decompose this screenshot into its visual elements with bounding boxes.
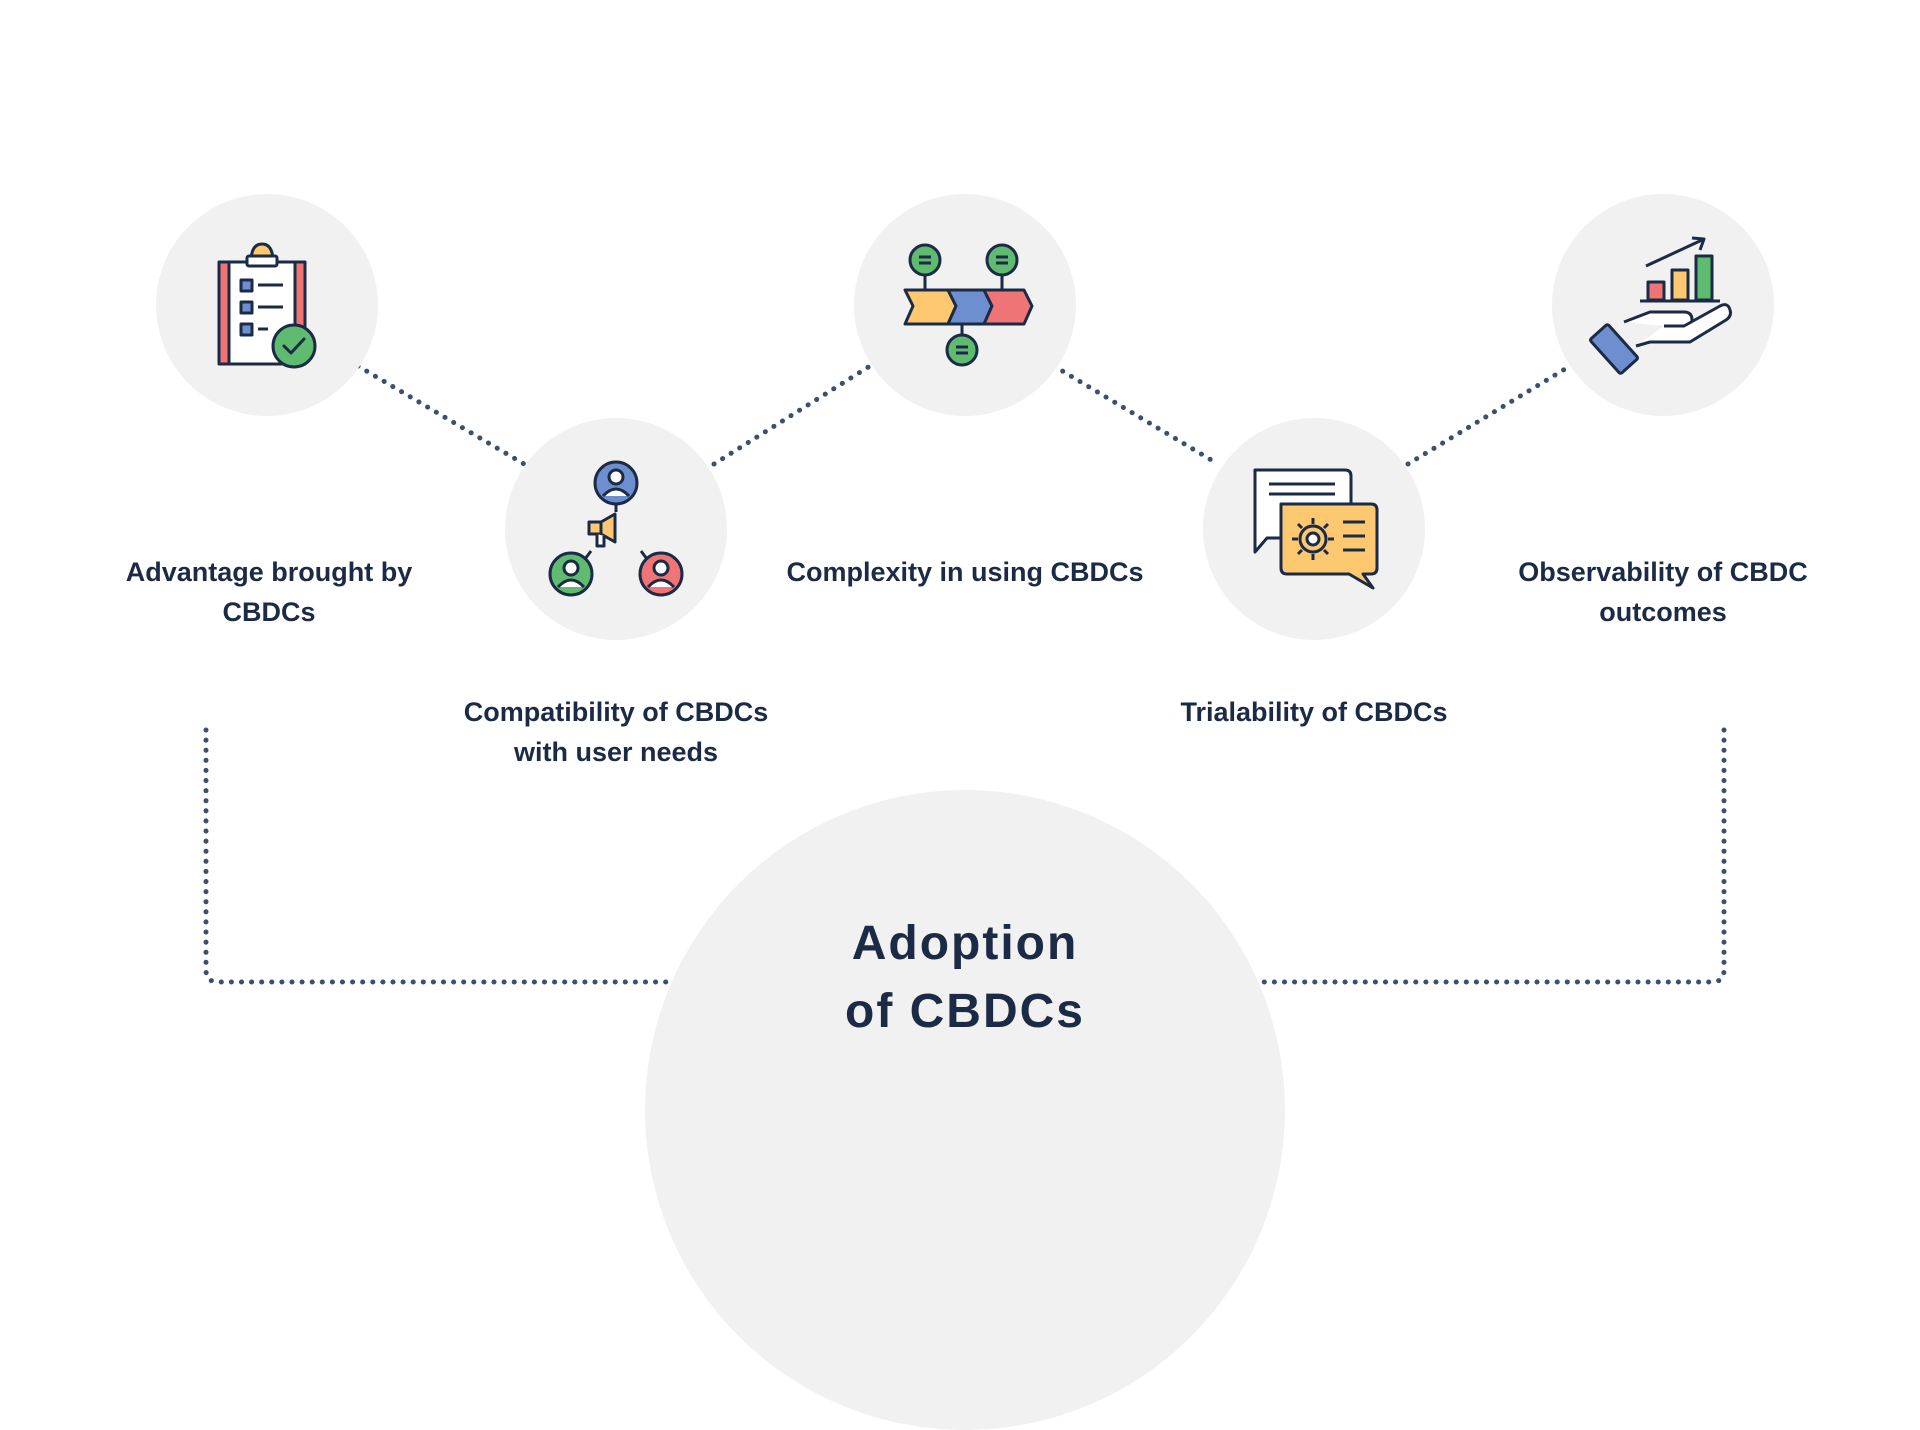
factor-observability-circle [1552, 194, 1774, 416]
adoption-title-line1: Adoption [851, 917, 1079, 970]
process-arrows-icon [903, 243, 1034, 367]
connector-1-2 [355, 363, 527, 467]
hand-growth-chart-icon [1589, 236, 1732, 375]
factor-compatibility-circle [505, 418, 727, 640]
chat-gear-icon [1253, 468, 1379, 590]
connector-3-4 [1051, 363, 1221, 467]
adoption-title: Adoption of CBDCs [745, 910, 1185, 1046]
connector-4-5 [1405, 363, 1573, 467]
factor-complexity-label: Complexity in using CBDCs [786, 557, 1144, 587]
factor-advantage-label: Advantage brought by CBDCs [125, 557, 413, 627]
adoption-semicircle [645, 790, 1285, 1430]
factor-observability-label: Observability of CBDC outcomes [1518, 557, 1808, 627]
factor-compatibility-label: Compatibility of CBDCs with user needs [463, 697, 769, 767]
factor-advantage-circle [156, 194, 378, 416]
adoption-title-line2: of CBDCs [845, 985, 1085, 1038]
connector-2-3 [711, 363, 873, 467]
factor-trialability-circle [1203, 418, 1425, 640]
bracket-right [1259, 727, 1727, 985]
factor-trialability-label: Trialability of CBDCs [1180, 697, 1448, 727]
factor-complexity-circle [854, 194, 1076, 416]
network-megaphone-icon [548, 460, 684, 597]
clipboard-checklist-icon [217, 242, 317, 369]
connector-lines [203, 363, 1727, 985]
